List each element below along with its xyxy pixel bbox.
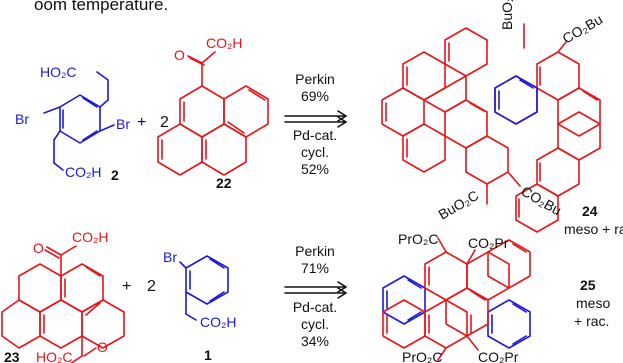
compound-22-structure [157,51,269,176]
compound-23-acid-top: CO₂H [72,229,109,245]
compound-22-number: 22 [216,175,232,191]
compound-1-number: 1 [204,347,212,363]
compound-2-label-bottom: CO₂H [65,164,102,180]
compound-24-number: 24 [582,203,598,219]
reaction1-step2b: cycl. [301,144,329,160]
compound-23-oxo-bottom: O [97,339,108,355]
compound-1-structure [179,255,229,321]
compound-22-oxo: O [174,47,185,63]
compound-24-stereo: meso + rac. [564,221,623,237]
compound-24-ester-d: CO₂Bu [519,183,565,219]
compound-25-stereo-line1: meso [576,295,610,311]
compound-25-ester-b: CO₂Pr [468,235,509,251]
reaction2-plus: + [122,278,131,295]
reaction2-arrow [284,281,347,299]
compound-23-number: 23 [4,349,20,363]
reaction1-arrow [284,110,347,128]
compound-2-label-top: HO₂C [40,64,77,80]
reaction1-step2: Pd-cat. [293,127,337,143]
compound-25-structure [382,237,531,361]
reaction1-coefficient: 2 [160,114,169,131]
compound-1-acid: CO₂H [200,314,237,330]
compound-25-ester-c: PrO₂C [402,349,442,363]
reaction1-plus: + [137,114,146,131]
compound-25-number: 25 [580,277,596,293]
compound-2-number: 2 [111,167,119,183]
compound-25-ester-a: PrO₂C [398,231,438,247]
compound-25-stereo-line2: + rac. [574,313,609,329]
reaction2-step2b: cycl. [301,316,329,332]
compound-2-br-left: Br [15,111,29,127]
reaction1-yield1: 69% [301,88,329,104]
reaction2-coefficient: 2 [147,278,156,295]
compound-24-ester-b: CO₂Bu [560,11,606,47]
compound-23-acid-bottom: HO₂C [36,349,73,363]
header-fragment: oom temperature. [34,0,168,14]
compound-25-ester-d: CO₂Pr [478,349,519,363]
compound-22-acid: CO₂H [206,35,243,51]
compound-2-structure [43,71,115,171]
reaction2-yield1: 71% [301,260,329,276]
reaction2-yield2: 34% [301,333,329,349]
reaction2-step1: Perkin [295,243,335,259]
compound-23-oxo-top: O [33,240,44,256]
compound-24-ester-a: BuO₂C [499,0,515,30]
reaction2-step2: Pd-cat. [293,299,337,315]
compound-24-structure [381,23,601,233]
compound-24-ester-c: BuO₂C [436,187,482,223]
compound-2-br-right: Br [116,116,130,132]
reaction1-step1: Perkin [295,71,335,87]
reaction1-yield2: 52% [301,161,329,177]
compound-1-br: Br [163,249,177,265]
